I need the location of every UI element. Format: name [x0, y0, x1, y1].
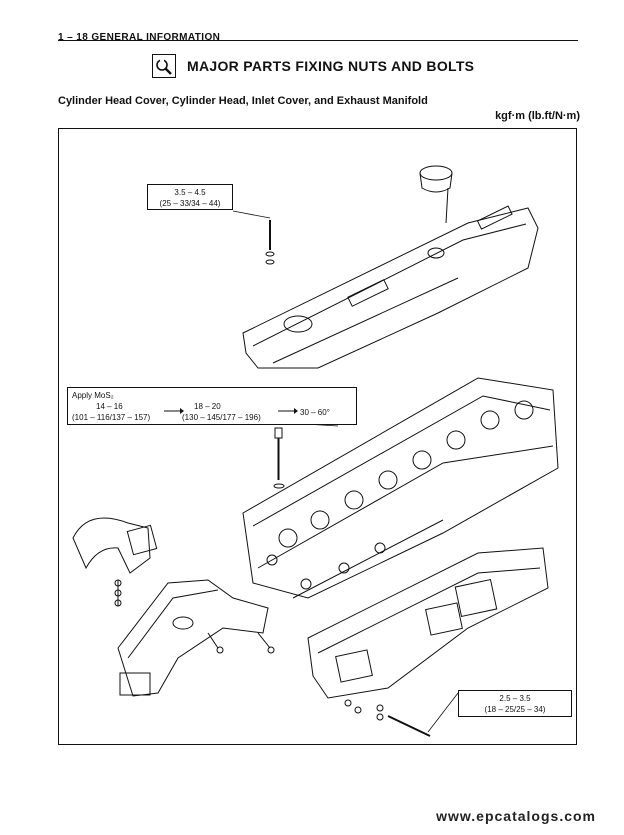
- cylinder-head-torque-callout: Apply MoS₂ 14 – 16 (101 – 116/137 – 157)…: [67, 387, 357, 425]
- torque-units: kgf·m (lb.ft/N·m): [495, 110, 580, 122]
- head-cover-torque: 3.5 – 4.5: [174, 188, 206, 197]
- mos2-note: Apply MoS₂: [72, 391, 114, 400]
- cylinder-head-cover: [242, 165, 539, 369]
- head-cover-bolt: [232, 210, 275, 265]
- diagram-subtitle: Cylinder Head Cover, Cylinder Head, Inle…: [58, 95, 428, 107]
- arrow-right-icon: [278, 408, 298, 414]
- arrow-right-icon: [164, 408, 184, 414]
- cylinder-head: [242, 377, 559, 599]
- exploded-diagram: [72, 165, 559, 737]
- section-title: MAJOR PARTS FIXING NUTS AND BOLTS: [187, 58, 475, 74]
- step1-torque: 14 – 16: [96, 402, 123, 411]
- head-cover-torque-callout: 3.5 – 4.5 (25 – 33/34 – 44): [147, 184, 233, 210]
- exhaust-torque: 2.5 – 3.5: [499, 694, 531, 703]
- inlet-cover: [72, 517, 275, 697]
- exhaust-manifold-torque-callout: 2.5 – 3.5 (18 – 25/25 – 34): [458, 690, 572, 717]
- header-text: 1 – 18 GENERAL INFORMATION: [58, 32, 221, 43]
- step2-torque-units: (130 – 145/177 – 196): [182, 413, 261, 422]
- head-cover-torque-units: (25 – 33/34 – 44): [159, 199, 221, 208]
- watermark: www.epcatalogs.com: [436, 808, 596, 824]
- step3-angle: 30 – 60°: [300, 408, 330, 417]
- step2-torque: 18 – 20: [194, 402, 221, 411]
- header-rule: [58, 40, 578, 41]
- diagram-frame: [58, 128, 577, 745]
- page-header: 1 – 18 GENERAL INFORMATION: [58, 27, 578, 45]
- cylinder-head-bolt: [273, 422, 339, 489]
- exhaust-manifold: [307, 547, 549, 737]
- exhaust-torque-units: (18 – 25/25 – 34): [484, 705, 546, 714]
- wrench-icon: [152, 54, 176, 78]
- step1-torque-units: (101 – 116/137 – 157): [72, 413, 151, 422]
